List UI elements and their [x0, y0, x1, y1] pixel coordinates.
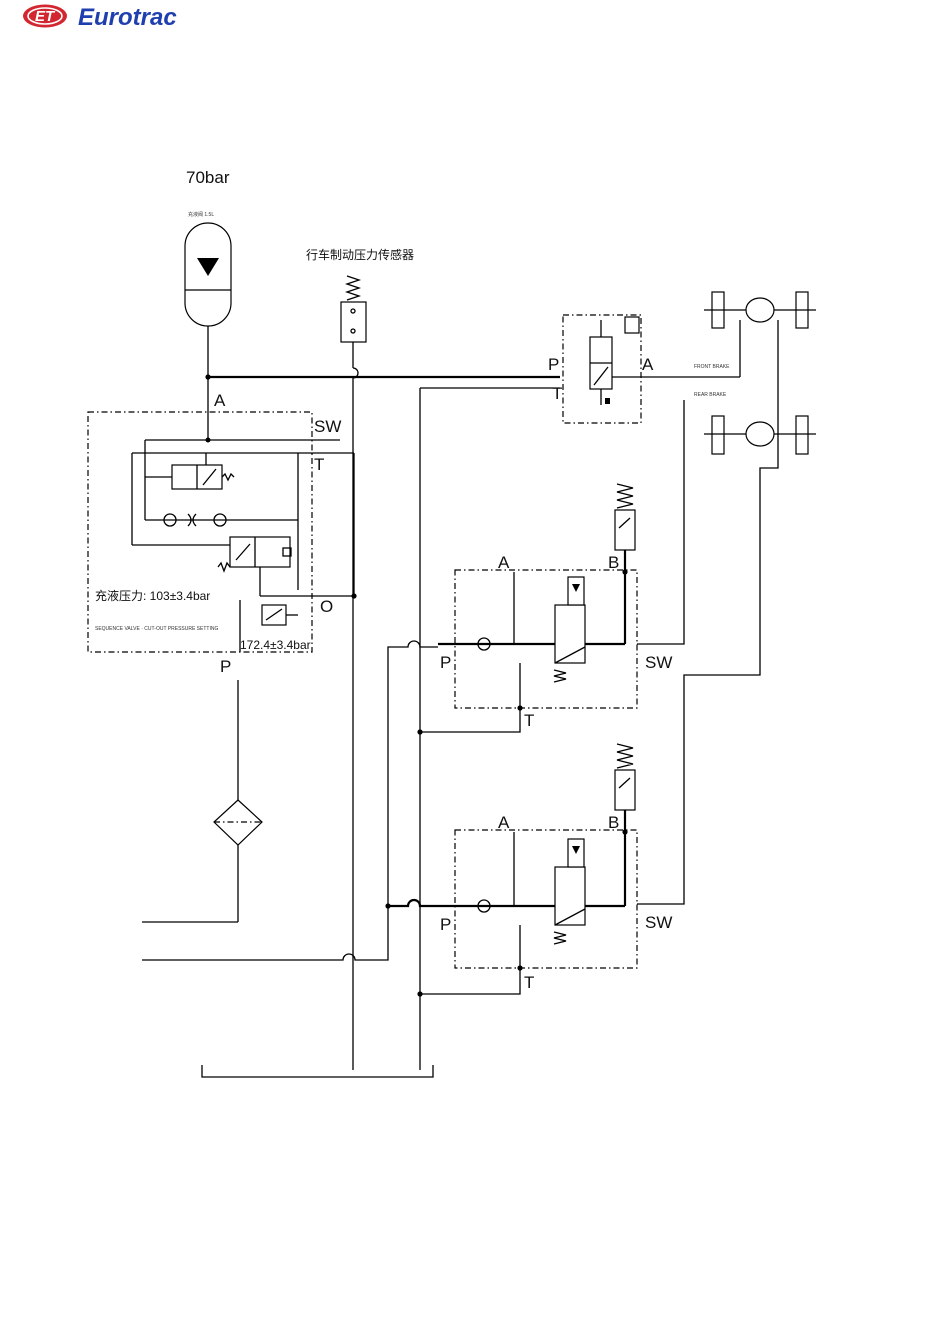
charge-pressure-setting: 充液压力: 103±3.4bar: [95, 588, 210, 603]
valve-port-sw: SW: [645, 913, 672, 932]
priority-valve: [230, 537, 290, 567]
valve-port-a: A: [498, 553, 510, 572]
valve-port-t: T: [524, 711, 534, 730]
brake-pedal-icon: [625, 317, 639, 333]
junction: [351, 593, 356, 598]
accumulator-pressure-label: 70bar: [186, 168, 230, 187]
charge-valve-port-o: O: [320, 597, 333, 616]
valve-port-a: A: [498, 813, 510, 832]
junction: [622, 569, 627, 574]
valve-spring-icon: [554, 670, 566, 682]
junction: [622, 829, 627, 834]
brake-valve-port-p: P: [548, 355, 559, 374]
brake-valve-port-a: A: [642, 355, 654, 374]
brake-line: [637, 320, 778, 904]
switch-spring-icon: [617, 744, 633, 768]
valve-port-b: B: [608, 813, 619, 832]
pressure-switch: [615, 510, 635, 550]
differential-icon: [746, 298, 774, 322]
t-line: [420, 925, 520, 994]
junction: [206, 438, 211, 443]
pressure-sensor-label: 行车制动压力传感器: [306, 247, 414, 262]
valve-spring-icon: [218, 563, 230, 571]
wheel-icon: [712, 416, 724, 454]
parking-valve-1: A B P T SW: [417, 484, 672, 735]
differential-icon: [746, 422, 774, 446]
pressure-sensor: [341, 302, 366, 342]
valve-plug: [605, 398, 610, 404]
front-axle: [637, 292, 816, 904]
valve-spring-icon: [222, 474, 234, 480]
junction: [517, 705, 522, 710]
junction: [417, 729, 422, 734]
brake-line-tag: FRONT BRAKE: [694, 364, 730, 370]
junction: [385, 903, 390, 908]
charge-valve-port-t: T: [314, 455, 324, 474]
junction: [517, 965, 522, 970]
valve-port-p: P: [440, 653, 451, 672]
p-line: [388, 900, 625, 906]
valve-block: [455, 830, 637, 968]
valve-port-b: B: [608, 553, 619, 572]
pressure-switch: [615, 770, 635, 810]
charge-valve-port-sw: SW: [314, 417, 341, 436]
brake-line-tag: REAR BRAKE: [694, 392, 727, 398]
valve-block: [455, 570, 637, 708]
junction: [417, 991, 422, 996]
brake-valve-port-t: T: [552, 384, 562, 403]
valve-port-p: P: [440, 915, 451, 934]
inlet-line: [142, 641, 438, 960]
tank: [202, 1065, 433, 1077]
t-line: [420, 663, 520, 732]
parking-valve-2: A B P T SW: [385, 744, 672, 997]
charge-valve-note: SEQUENCE VALVE · CUT-OUT PRESSURE SETTIN…: [95, 626, 218, 632]
valve-spring-icon: [554, 932, 566, 944]
switch-spring-icon: [617, 484, 633, 508]
accumulator-caption: 充液阀 1.5L: [188, 211, 214, 218]
junction: [205, 374, 210, 379]
charge-valve-port-p: P: [220, 657, 231, 676]
rear-axle: [637, 400, 816, 644]
wheel-icon: [796, 416, 808, 454]
brake-line: [637, 400, 684, 644]
valve-port-sw: SW: [645, 653, 672, 672]
relief-pressure-setting: 172.4±3.4bar: [240, 638, 311, 652]
charge-valve-port-a: A: [214, 391, 226, 410]
valve-port-t: T: [524, 973, 534, 992]
pressure-sensor-spring-icon: [347, 276, 359, 300]
